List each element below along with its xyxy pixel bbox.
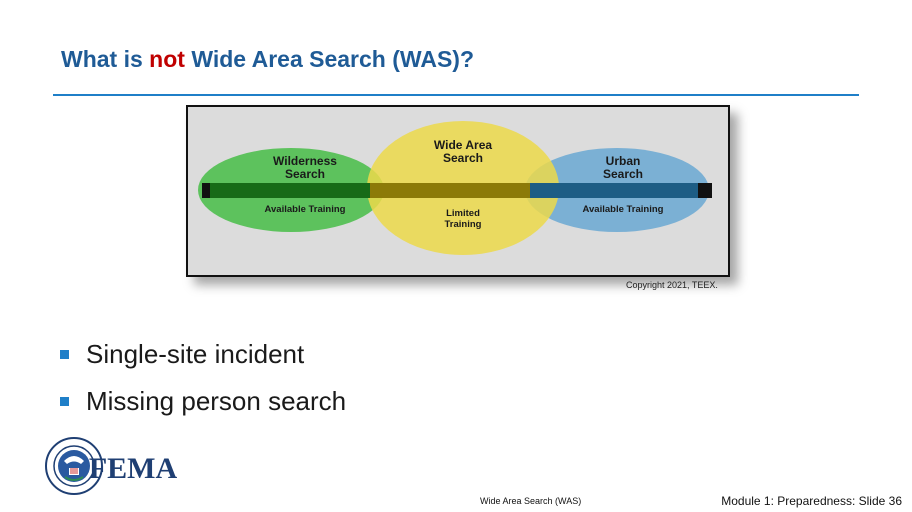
wilderness-training: Available Training bbox=[265, 204, 346, 215]
search-spectrum-diagram: Wilderness Search Available Training Wid… bbox=[198, 121, 712, 255]
was-label-line1: Wide Area bbox=[434, 138, 492, 152]
footer-course-title: Wide Area Search (WAS) bbox=[480, 496, 582, 506]
bar-left-end bbox=[202, 183, 210, 198]
copyright-note: Copyright 2021, TEEX. bbox=[626, 280, 718, 290]
wilderness-label-line2: Search bbox=[285, 167, 325, 181]
urban-label-line1: Urban bbox=[606, 154, 641, 168]
title-divider bbox=[53, 94, 859, 96]
wilderness-label-line1: Wilderness bbox=[273, 154, 337, 168]
fema-wordmark: FEMA bbox=[89, 452, 178, 485]
square-bullet-icon bbox=[60, 349, 69, 359]
was-training-line1: Limited bbox=[446, 208, 480, 219]
bar-wilderness bbox=[210, 183, 370, 198]
title-emphasis: not bbox=[149, 46, 185, 72]
dhs-seal-icon: FEMA bbox=[45, 437, 178, 495]
bullet-list: Single-site incident Missing person sear… bbox=[60, 338, 347, 434]
title-text-before: What is bbox=[61, 46, 150, 72]
search-spectrum-figure: Wilderness Search Available Training Wid… bbox=[186, 105, 730, 277]
bullet-text: Single-site incident bbox=[86, 338, 305, 369]
urban-label-line2: Search bbox=[603, 167, 643, 181]
title-text-after: Wide Area Search (WAS)? bbox=[184, 46, 474, 72]
slide-title: What is not Wide Area Search (WAS)? bbox=[61, 46, 474, 73]
urban-training: Available Training bbox=[583, 204, 664, 215]
bar-right-end bbox=[698, 183, 712, 198]
footer-slide-number: Module 1: Preparedness: Slide 36 bbox=[721, 494, 902, 508]
was-training-line2: Training bbox=[445, 219, 482, 230]
bar-urban bbox=[530, 183, 698, 198]
bullet-text: Missing person search bbox=[86, 385, 347, 416]
bullet-item: Missing person search bbox=[60, 385, 347, 416]
square-bullet-icon bbox=[60, 396, 69, 406]
fema-logo: FEMA bbox=[45, 437, 215, 497]
bar-was bbox=[370, 183, 530, 198]
was-label-line2: Search bbox=[443, 151, 483, 165]
bullet-item: Single-site incident bbox=[60, 338, 346, 369]
